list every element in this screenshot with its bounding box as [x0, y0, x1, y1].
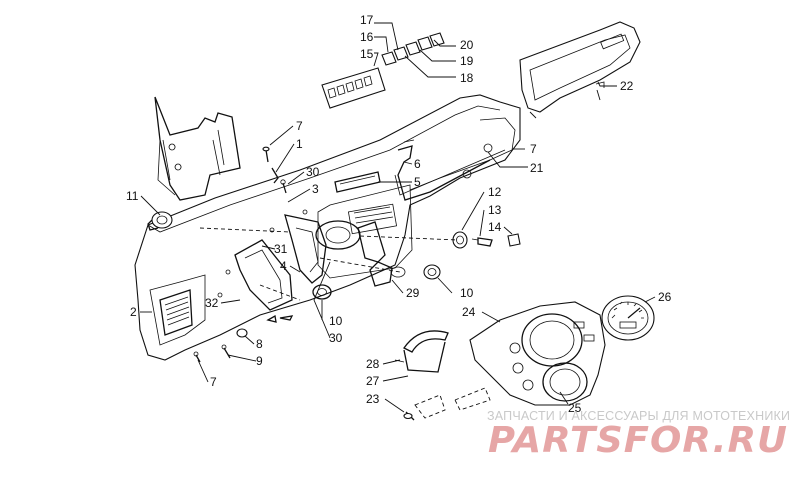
leader-lines — [140, 22, 656, 413]
callout-8: 8 — [256, 337, 263, 351]
callout-11: 11 — [126, 189, 139, 203]
callout-15: 15 — [360, 47, 374, 61]
callout-4: 4 — [280, 259, 287, 273]
callout-19: 19 — [460, 54, 474, 68]
callout-29: 29 — [406, 286, 420, 300]
callout-22: 22 — [620, 79, 634, 93]
plug-10 — [423, 264, 441, 280]
bezel-ring — [394, 330, 449, 373]
callout-17: 17 — [360, 13, 374, 27]
callout-25: 25 — [568, 401, 582, 415]
callout-1: 1 — [296, 137, 303, 151]
callout-7-bottom: 7 — [210, 375, 217, 389]
bottom-fasteners — [193, 314, 294, 363]
watermark: ЗАПЧАСТИ И АКСЕССУАРЫ ДЛЯ МОТОТЕХНИКИ PA… — [487, 409, 790, 461]
callout-27: 27 — [366, 374, 380, 388]
screw-7-upper — [262, 146, 270, 163]
watermark-logo: PARTSFOR.RU — [488, 420, 788, 461]
callout-26: 26 — [658, 290, 672, 304]
frame-bracket — [154, 96, 241, 201]
callout-3: 3 — [312, 182, 319, 196]
screw-30-upper — [280, 179, 287, 194]
callout-21: 21 — [530, 161, 544, 175]
callout-9: 9 — [256, 354, 263, 368]
screw-23 — [403, 411, 415, 421]
callout-24: 24 — [462, 305, 476, 319]
callout-7-right: 7 — [530, 142, 537, 156]
callout-32: 32 — [205, 296, 219, 310]
instrument-cover — [519, 21, 641, 113]
callout-30-bottom: 30 — [329, 331, 343, 345]
callout-5: 5 — [414, 175, 421, 189]
callout-10-center: 10 — [329, 314, 343, 328]
callout-7-top: 7 — [296, 119, 303, 133]
callout-31: 31 — [274, 242, 288, 256]
callout-12: 12 — [488, 185, 502, 199]
callout-2: 2 — [130, 305, 137, 319]
callout-30-top: 30 — [306, 165, 320, 179]
callout-23: 23 — [366, 392, 380, 406]
callout-14: 14 — [488, 220, 502, 234]
speedometer — [601, 295, 655, 341]
guide-outlines — [199, 227, 491, 419]
callout-6: 6 — [414, 157, 421, 171]
knob-11 — [147, 211, 173, 231]
callout-13: 13 — [488, 203, 502, 217]
callouts: 17 16 15 20 19 18 22 7 21 6 5 7 1 30 3 1… — [126, 13, 672, 415]
warning-label — [159, 289, 193, 336]
callout-28: 28 — [366, 357, 380, 371]
clip-1 — [271, 167, 279, 184]
instrument-pod — [469, 301, 606, 406]
callout-10-right: 10 — [460, 286, 474, 300]
callout-20: 20 — [460, 38, 474, 52]
cap-12-group — [452, 231, 521, 249]
dash-panel — [134, 94, 521, 361]
callout-16: 16 — [360, 30, 374, 44]
switch-panel — [321, 32, 445, 109]
callout-18: 18 — [460, 71, 474, 85]
watermark-subtitle: ЗАПЧАСТИ И АКСЕССУАРЫ ДЛЯ МОТОТЕХНИКИ — [487, 409, 790, 423]
